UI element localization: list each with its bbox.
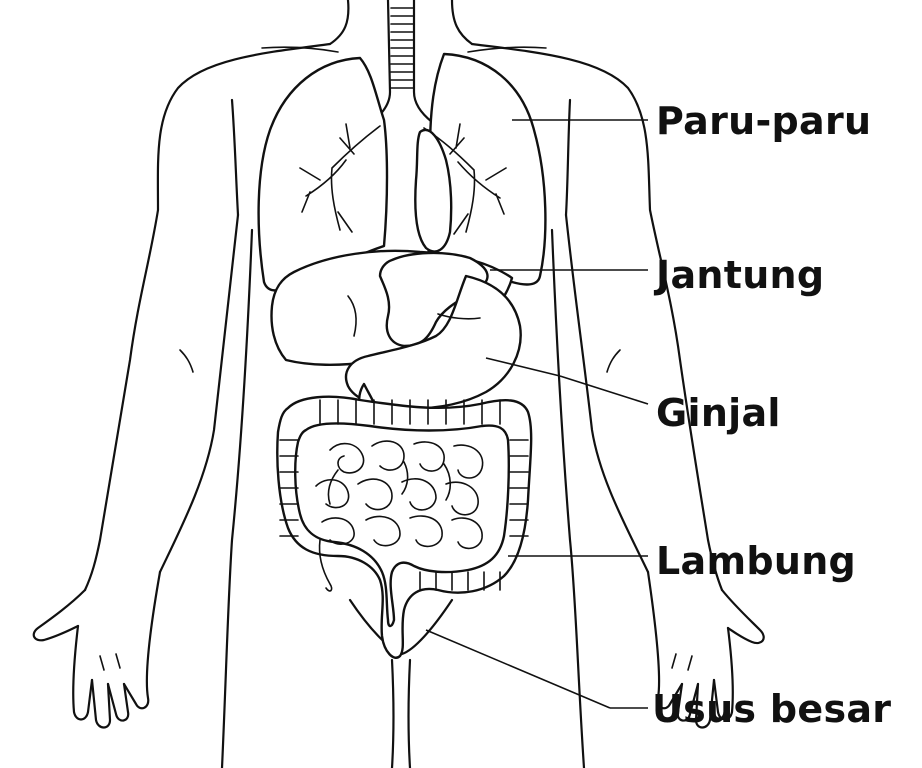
label-heart: Jantung <box>656 253 825 297</box>
small-intestine <box>315 440 484 592</box>
label-stomach: Lambung <box>656 539 857 583</box>
left-hand <box>32 570 162 729</box>
stomach <box>344 251 522 419</box>
body-outline <box>83 0 724 768</box>
leader-large-intestine-a <box>425 629 611 709</box>
label-kidney: Ginjal <box>656 391 781 435</box>
label-large-intestine: Usus besar <box>652 687 892 731</box>
leader-lines <box>425 119 649 709</box>
right-hand <box>646 570 765 729</box>
trachea <box>370 0 434 124</box>
leader-kidney-a <box>485 357 561 377</box>
large-intestine <box>276 395 533 659</box>
leader-kidney-b <box>559 375 649 405</box>
heart <box>414 128 453 253</box>
label-lungs: Paru-paru <box>656 99 872 143</box>
